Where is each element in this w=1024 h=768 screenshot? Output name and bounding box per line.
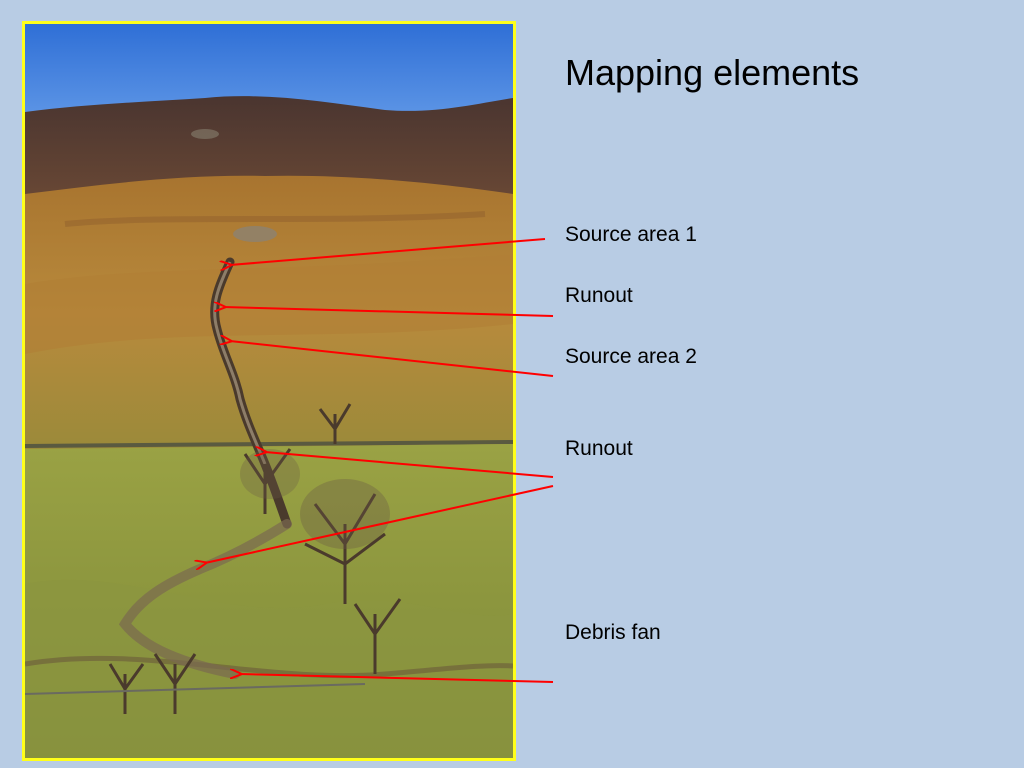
label-runout-2: Runout <box>565 437 633 460</box>
landslide-photo <box>22 21 516 761</box>
stone-wall <box>25 440 513 448</box>
label-debris-fan: Debris fan <box>565 621 661 644</box>
label-source-area-1: Source area 1 <box>565 223 697 246</box>
label-runout-1: Runout <box>565 284 633 307</box>
page-title: Mapping elements <box>565 52 860 93</box>
fence-line <box>25 683 366 695</box>
label-source-area-2: Source area 2 <box>565 345 697 368</box>
hillside-illustration <box>25 24 513 758</box>
